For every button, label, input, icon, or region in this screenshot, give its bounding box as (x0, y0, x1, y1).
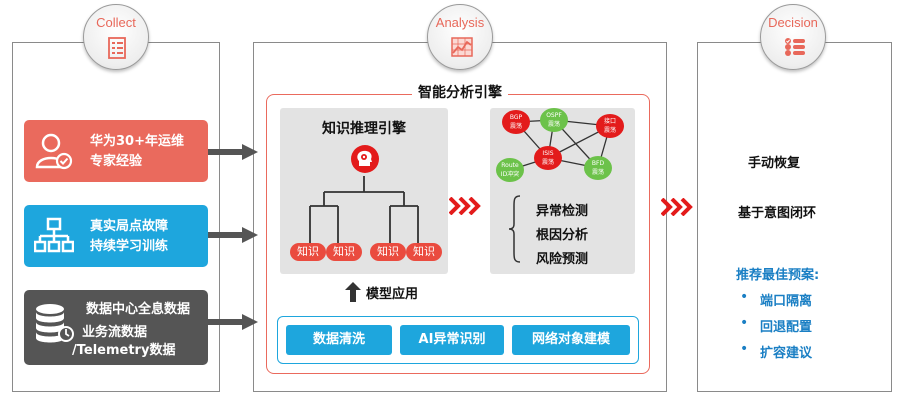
knowledge-leaf-2: 知识 (326, 243, 362, 261)
list-check-icon (785, 38, 805, 56)
expert-line-1: 华为30+年运维 (90, 134, 184, 149)
analysis-badge: Analysis (427, 4, 493, 70)
arrow-datacenter-icon (208, 314, 258, 330)
decision-intent-closed-loop: 基于意图闭环 (738, 206, 817, 221)
data-cleaning-tile: 数据清洗 (286, 325, 392, 355)
chevrons-icon (449, 197, 481, 215)
expert-user-icon (35, 133, 73, 170)
decision-manual-recovery: 手动恢复 (748, 156, 801, 171)
checklist-icon (108, 37, 126, 59)
bullet-1: • (740, 289, 749, 305)
decision-label: Decision (768, 15, 818, 30)
collect-label: Collect (96, 15, 136, 30)
knowledge-leaf-3: 知识 (370, 243, 406, 261)
ai-anomaly-tile: AI异常识别 (400, 325, 504, 355)
bullet-2: • (740, 315, 749, 331)
recommend-rollback: 回退配置 (760, 320, 813, 335)
expert-line-2: 专家经验 (90, 154, 143, 169)
field-fault-box: 真实局点故障 持续学习训练 (24, 205, 208, 267)
bullet-3: • (740, 341, 749, 357)
recommend-port-isolation: 端口隔离 (760, 294, 813, 309)
knowledge-leaf-1: 知识 (290, 243, 326, 261)
tools-frame (277, 316, 639, 364)
fault-line-1: 真实局点故障 (90, 219, 169, 234)
recommend-expansion: 扩容建议 (760, 346, 813, 361)
datacenter-data-box: 数据中心全息数据 业务流数据 /Telemetry数据 (24, 290, 208, 365)
network-modeling-tile: 网络对象建模 (512, 325, 630, 355)
datacenter-line-2: 业务流数据 (82, 325, 148, 340)
arrow-expert-icon (208, 144, 258, 160)
engine-title: 智能分析引擎 (253, 82, 667, 102)
datacenter-line-1: 数据中心全息数据 (86, 302, 191, 317)
hierarchy-icon (34, 217, 74, 253)
result-risk: 风险预测 (536, 252, 589, 267)
results-brace-icon (508, 195, 521, 263)
decision-panel (697, 42, 892, 392)
reasoning-title: 知识推理引擎 (322, 121, 406, 137)
knowledge-tree (309, 176, 419, 244)
result-anomaly: 异常检测 (536, 204, 589, 219)
chevrons-decision-icon (661, 198, 693, 216)
chart-icon (451, 37, 473, 57)
fault-line-2: 持续学习训练 (90, 239, 169, 254)
decision-badge: Decision (760, 4, 826, 70)
datacenter-line-3: /Telemetry数据 (72, 343, 176, 358)
node-port: 接口震荡 (596, 114, 624, 138)
analysis-label: Analysis (435, 15, 485, 30)
knowledge-leaf-4: 知识 (406, 243, 442, 261)
database-icon (36, 304, 74, 343)
expert-experience-box: 华为30+年运维 专家经验 (24, 120, 208, 182)
arrow-fault-icon (208, 227, 258, 243)
recommend-title: 推荐最佳预案: (736, 268, 820, 283)
reasoning-engine-box: 知识推理引擎 知识 知识 知识 知识 (280, 108, 448, 274)
collect-badge: Collect (83, 4, 149, 70)
arrow-up-icon (345, 282, 361, 302)
brain-gear-icon (351, 145, 379, 173)
result-root-cause: 根因分析 (536, 228, 589, 243)
model-application-label: 模型应用 (366, 287, 419, 302)
